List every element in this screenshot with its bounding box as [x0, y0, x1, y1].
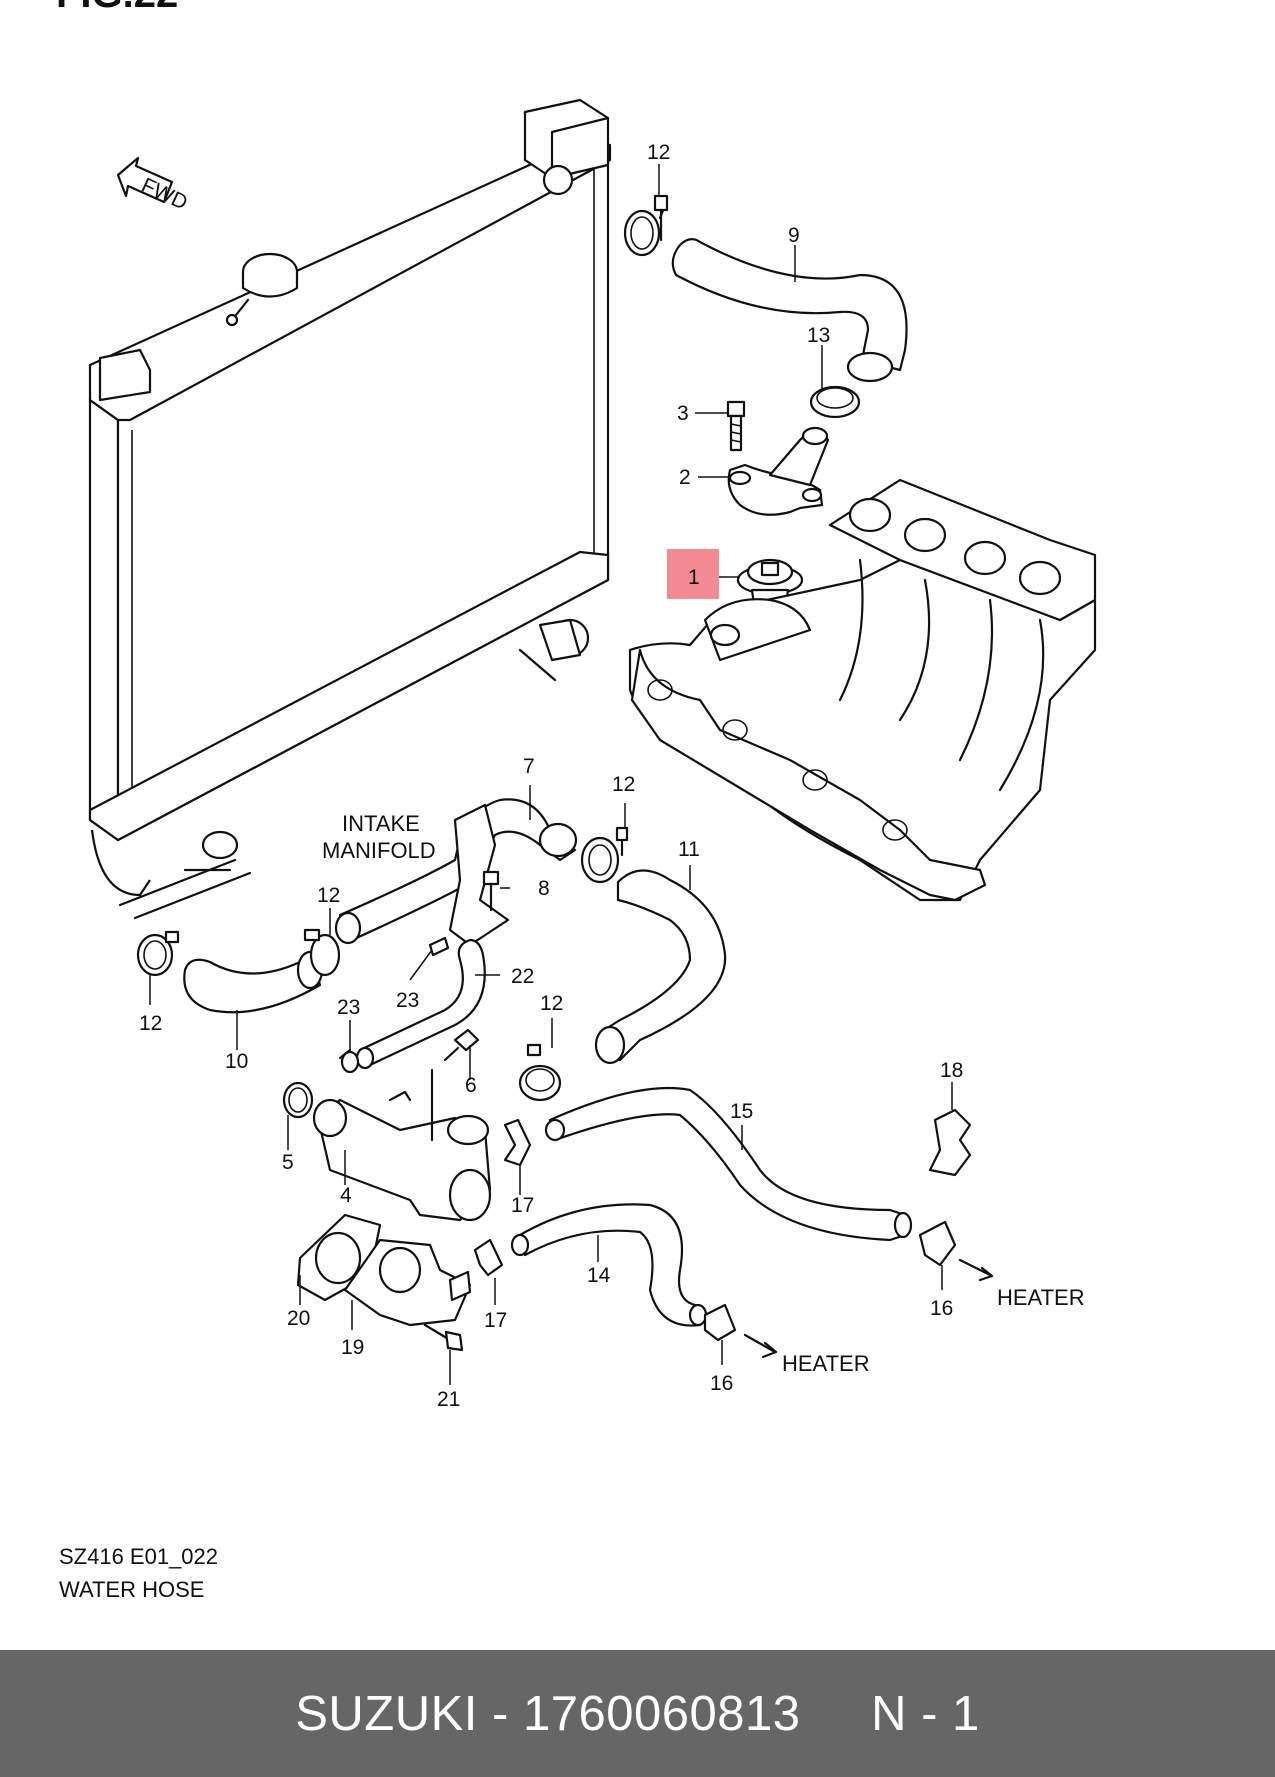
parts-diagram: FWD: [88, 98, 1097, 1411]
leader-lines: [149, 164, 953, 1385]
callout-16: 16: [930, 1297, 953, 1320]
clamp-23-upper: [428, 936, 450, 957]
intake-manifold-label-line2: MANIFOLD: [322, 838, 436, 863]
callout-5: 5: [282, 1151, 294, 1174]
callout-15: 15: [730, 1100, 753, 1123]
callout-2: 2: [679, 466, 691, 489]
callout-21: 21: [437, 1388, 460, 1411]
clamp-13: [809, 385, 861, 419]
callout-16: 16: [710, 1372, 733, 1395]
diagram-code: SZ416 E01_022: [59, 1544, 219, 1569]
hose-14: [510, 1203, 708, 1327]
bolt-6: [443, 1028, 480, 1062]
callout-12: 12: [317, 884, 340, 907]
clamp-12-left: [136, 930, 180, 977]
callout-9: 9: [788, 224, 800, 247]
callout-14: 14: [587, 1264, 611, 1287]
callout-17: 17: [511, 1194, 534, 1217]
part-1-highlight: [667, 549, 719, 599]
clip-16-lower: [703, 1303, 778, 1359]
clamp-12-hose10: [303, 928, 341, 977]
callout-12: 12: [540, 992, 563, 1015]
water-pipe-4: [312, 1068, 492, 1222]
clip-16-right: [918, 1220, 994, 1282]
clip-17-upper: [503, 1118, 532, 1167]
callout-1: 1: [688, 566, 700, 589]
bolt-21: [423, 1323, 464, 1352]
callout-13: 13: [807, 324, 830, 347]
callout-6: 6: [465, 1074, 477, 1097]
intake-manifold: [628, 478, 1097, 902]
callout-8: 8: [538, 877, 550, 900]
hose-15: [544, 1086, 913, 1242]
footer-part-number: SUZUKI - 1760060813: [295, 1686, 801, 1741]
footer-spacer: [800, 1686, 871, 1742]
footer-bar: SUZUKI - 1760060813 N - 1: [0, 1650, 1275, 1777]
callout-12: 12: [139, 1012, 162, 1035]
clamp-12-lower-right: [518, 1043, 562, 1102]
callout-17: 17: [484, 1309, 507, 1332]
fwd-arrow-icon: FWD: [116, 156, 191, 215]
diagram-page: FIG.22: [56, 0, 1097, 1602]
callout-12: 12: [647, 141, 670, 164]
hose-11: [594, 869, 727, 1065]
heater-label-right: HEATER: [997, 1285, 1085, 1310]
callout-4: 4: [340, 1184, 352, 1207]
upper-hose-9: [671, 238, 908, 383]
water-inlet-19: [343, 1238, 472, 1327]
thermostat-cap-2: [727, 426, 830, 516]
o-ring-5: [282, 1081, 314, 1119]
clip-18: [928, 1108, 972, 1177]
intake-manifold-label-line1: INTAKE: [342, 811, 420, 836]
callout-11: 11: [678, 838, 700, 861]
bracket-8: [448, 803, 510, 947]
callout-3: 3: [677, 402, 689, 425]
hose-22: [355, 938, 486, 1070]
radiator: [88, 98, 612, 920]
callout-23: 23: [337, 996, 360, 1019]
callout-18: 18: [940, 1059, 963, 1082]
clip-17-lower: [473, 1238, 504, 1277]
hose-10: [183, 950, 324, 1014]
callout-20: 20: [287, 1307, 310, 1330]
heater-label-bottom: HEATER: [782, 1351, 870, 1376]
callout-23: 23: [396, 989, 419, 1012]
callout-22: 22: [511, 965, 534, 988]
clamp-12-top: [623, 194, 669, 257]
callout-7: 7: [523, 755, 535, 778]
footer-page-indicator: N - 1: [871, 1686, 980, 1741]
clamp-12-middle: [580, 826, 629, 884]
figure-title: FIG.22: [56, 0, 178, 17]
callout-19: 19: [341, 1336, 364, 1359]
callouts: 12 9 13 3 2 1 7 12 11 8 12 12 10 23 22 2…: [139, 141, 963, 1411]
diagram-caption: WATER HOSE: [59, 1577, 205, 1602]
callout-10: 10: [225, 1050, 248, 1073]
callout-12: 12: [612, 773, 635, 796]
bolt-3: [726, 400, 746, 452]
clamp-23-lower: [338, 1048, 360, 1074]
